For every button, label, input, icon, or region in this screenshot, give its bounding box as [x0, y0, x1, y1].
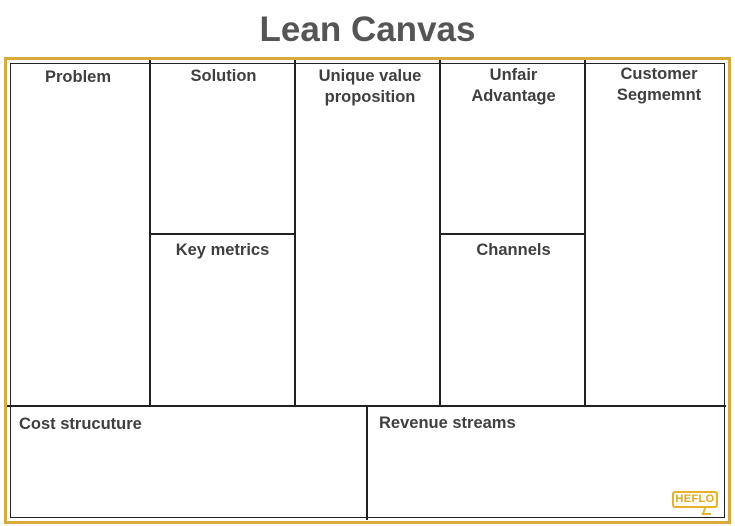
divider-horizontal-solution — [150, 233, 295, 235]
cell-label-customer-segment: Customer Segmemnt — [616, 65, 702, 104]
cell-label-revenue-streams: Revenue streams — [379, 414, 516, 432]
cell-label-unique-value-proposition: Unique value proposition — [318, 67, 422, 106]
cell-label-cost-structure: Cost strucuture — [19, 415, 142, 433]
cell-label-solution: Solution — [190, 67, 257, 85]
divider-vertical-4 — [584, 60, 586, 406]
divider-horizontal-advantage — [440, 233, 585, 235]
cell-label-channels: Channels — [476, 241, 551, 259]
cell-label-key-metrics: Key metrics — [175, 241, 270, 259]
page-title: Lean Canvas — [259, 10, 476, 49]
divider-vertical-2 — [294, 60, 296, 406]
heflo-logo: HEFLO — [672, 491, 718, 508]
cell-label-unfair-advantage: Unfair Advantage — [471, 66, 556, 105]
cell-label-problem: Problem — [44, 68, 112, 86]
divider-vertical-bottom — [366, 406, 368, 520]
